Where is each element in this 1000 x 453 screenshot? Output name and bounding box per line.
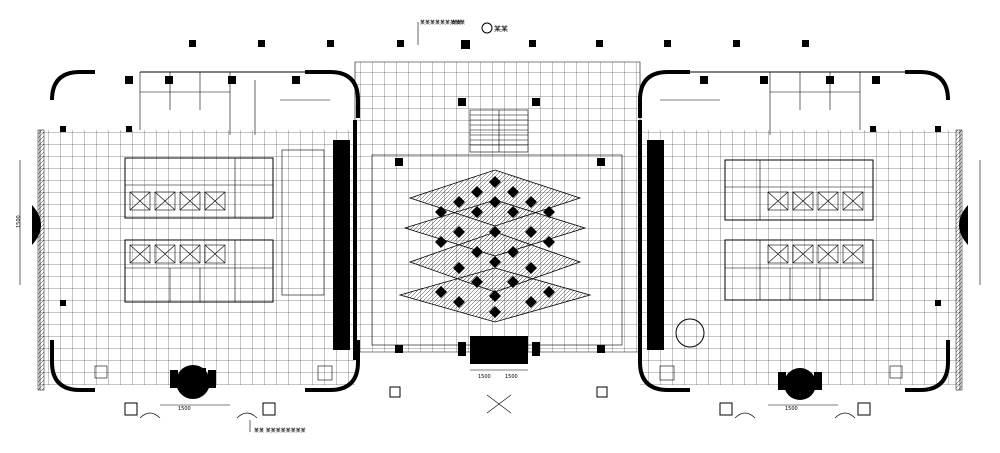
dim-bottom-4: 1500: [785, 406, 798, 412]
top-annotation: 某某某某某某某某某 某某 某某: [417, 20, 508, 45]
top-callout: 某某: [494, 25, 508, 33]
top-label-1: 某某某某某某某某某: [420, 20, 465, 26]
dim-bottom-1: 1500: [178, 406, 191, 412]
diamond-floor-pattern: [398, 169, 592, 323]
dimensions: 1500 1500 1500 1500 1500 某某 某某某某某某某某: [16, 215, 798, 434]
main-entrance: [458, 336, 540, 414]
dim-left: 1500: [16, 215, 22, 228]
dim-bottom-2: 1500: [478, 374, 491, 380]
column-markers-top: [189, 40, 809, 49]
right-wing: [638, 70, 968, 400]
stair-treads: [470, 110, 528, 152]
top-label-2: 某某: [452, 20, 462, 26]
bottom-note: 某某 某某某某某某某某: [254, 428, 306, 434]
dim-bottom-3: 1500: [505, 374, 518, 380]
left-wing: [32, 70, 360, 399]
bottom-ornaments: [124, 386, 871, 419]
outer-frame: [19, 130, 981, 390]
structural-columns: [60, 76, 941, 374]
